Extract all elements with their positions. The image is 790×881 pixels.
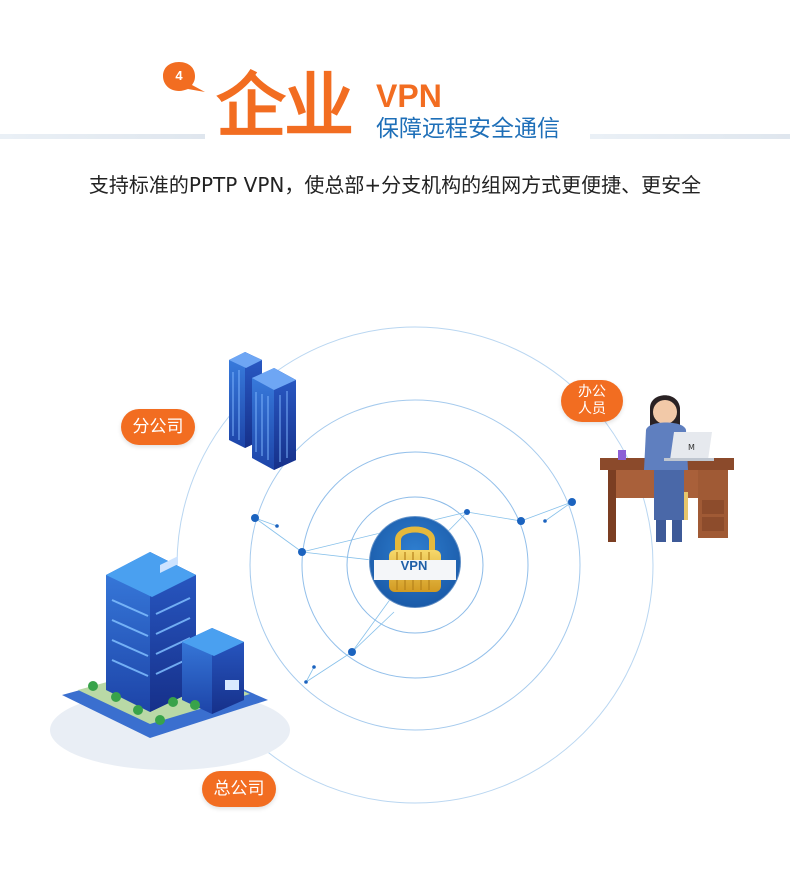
vpn-center-label: VPN [400,558,428,573]
office-worker-icon: M [600,395,734,542]
branch-office-label: 分公司 [121,409,195,445]
node-dot [298,548,306,556]
title-vpn: VPN [376,78,442,114]
node-dot [517,517,525,525]
ring-1 [176,326,654,804]
node-dot [312,665,316,669]
ring-2 [249,399,581,731]
tagline: 支持标准的PPTP VPN，使总部+分支机构的组网方式更便捷、更安全 [88,173,702,197]
header-line-left [0,134,205,139]
branch-building-icon [229,352,296,470]
node-dot [543,519,547,523]
headquarters-label: 总公司 [202,771,276,807]
header-line-right [590,134,790,139]
step-number: 4 [175,68,183,83]
office-staff-line2: 人员 [578,401,606,417]
network-dots [251,498,576,684]
step-badge: 4 [161,60,205,96]
node-dot [275,524,279,528]
ring-3 [301,451,529,679]
node-dot [348,648,356,656]
page-title: 企业 [216,65,354,147]
ring-4 [346,496,484,634]
headquarters-building-icon [50,552,290,770]
vpn-lock-icon [368,515,462,609]
node-dot [568,498,576,506]
node-dot [251,514,259,522]
page-subtitle: 保障远程安全通信 [376,116,560,142]
node-dot [464,509,470,515]
office-staff-label: 办公 人员 [561,380,623,422]
office-staff-line1: 办公 [578,384,606,400]
signal-rings [176,326,654,804]
node-dot [304,680,308,684]
svg-text:M: M [688,443,695,452]
